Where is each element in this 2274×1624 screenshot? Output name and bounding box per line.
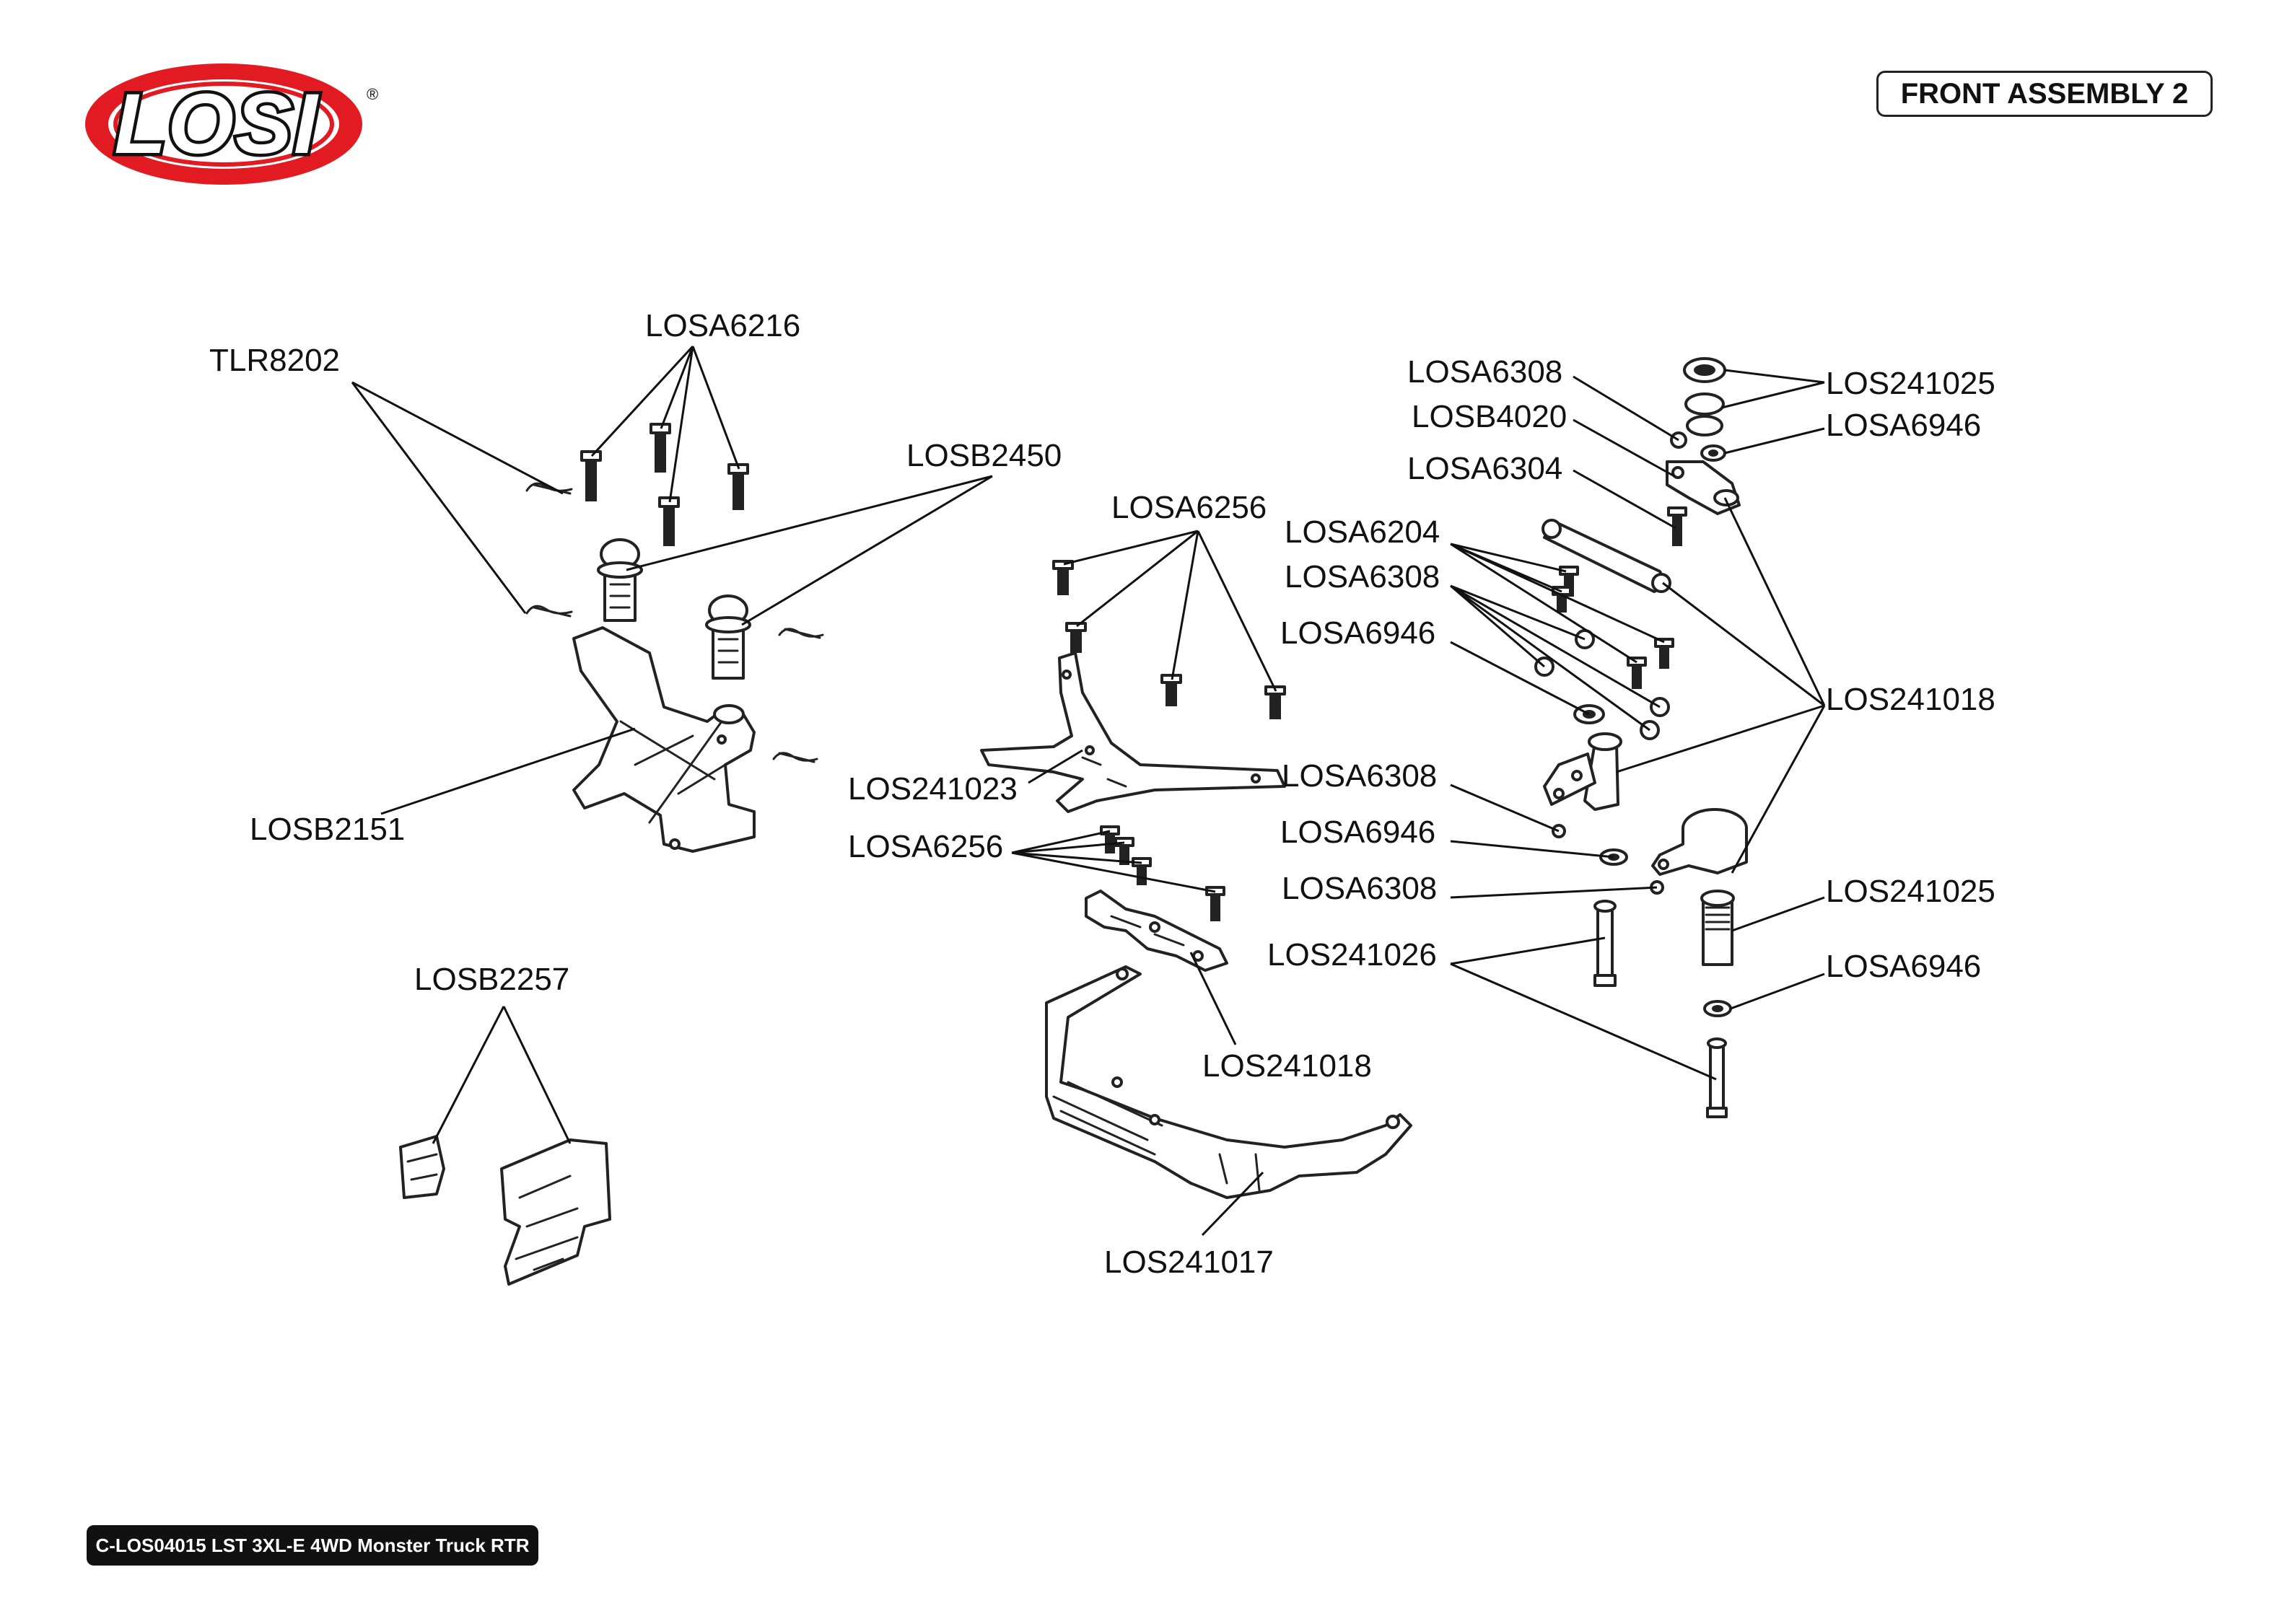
steering-bellcrank-right [1651,808,1748,876]
part-labels: TLR8202 LOSA6216 LOSB2450 LOSB2151 LOSB2… [209,308,1995,1280]
label-losa6308-b: LOSA6308 [1285,559,1440,594]
screw-losa6216-4 [727,463,749,510]
registered-mark: ® [367,85,378,103]
body-clip-lower [525,605,573,618]
screw-losa6216-1 [580,450,602,501]
locknut-losa6946-top [1700,444,1726,462]
label-losa6308-c: LOSA6308 [1282,758,1437,794]
label-losa6946-bottom: LOSA6946 [1826,949,1981,984]
label-losa6308-a: LOSA6308 [1407,354,1562,390]
label-losa6204: LOSA6204 [1285,514,1440,550]
servo-mount-large [500,1138,611,1286]
label-los241018-right: LOS241018 [1826,682,1995,717]
front-bulkhead-chassis [1045,965,1412,1199]
label-los241025-top: LOS241025 [1826,366,1995,401]
bearing-los241025-top [1683,357,1726,436]
body-post-right [705,594,751,680]
label-losa6256-top: LOSA6256 [1111,490,1267,525]
bellcrank-arm-losb4020 [1666,460,1741,515]
product-footer-badge: C-LOS04015 LST 3XL-E 4WD Monster Truck R… [87,1525,538,1566]
page-title: FRONT ASSEMBLY 2 [1876,71,2213,117]
label-losb2151: LOSB2151 [250,812,405,847]
label-tlr8202: TLR8202 [209,343,340,378]
steering-bellcrank-left [1543,732,1622,811]
center-steering-bracket [1085,890,1228,972]
steering-post-1 [1593,900,1617,987]
label-losa6946-b: LOSA6946 [1280,815,1435,850]
losi-logo: LOSI ® [85,63,378,185]
drag-link-rod [1541,519,1671,593]
label-losa6256-mid: LOSA6256 [848,829,1003,864]
label-los241026: LOS241026 [1267,937,1437,973]
screw-losa6256-top-3 [1160,674,1182,706]
body-mount-bracket [572,626,756,853]
body-clip-right-1 [778,628,824,639]
label-losa6216: LOSA6216 [645,308,800,343]
body-post-left [597,538,643,622]
label-losb2450: LOSB2450 [906,438,1062,473]
servo-mount-small [399,1135,445,1199]
label-los241017: LOS241017 [1104,1245,1274,1280]
screw-losa6204-2 [1654,638,1674,669]
screw-losa6216-3 [658,496,680,546]
losi-logo-text: LOSI [114,76,319,172]
body-clip-right-2 [772,752,818,763]
screw-losa6304 [1667,506,1687,546]
label-los241018-center: LOS241018 [1202,1048,1372,1084]
body-clip-upper [525,482,573,495]
label-losb2257: LOSB2257 [414,962,569,997]
screw-losa6256-top-2 [1065,622,1087,653]
label-losa6308-d: LOSA6308 [1282,871,1437,906]
screw-losa6256-mid-2 [1114,837,1134,865]
leader-lines [351,345,1826,1237]
screw-losa6216-2 [650,423,671,473]
steering-post-2 [1706,1037,1728,1118]
screw-losa6256-mid-4 [1205,886,1225,921]
label-losa6946-top: LOSA6946 [1826,408,1981,443]
bearing-los241025-bottom [1700,890,1735,966]
label-los241023: LOS241023 [848,771,1018,807]
screw-losa6256-top-4 [1264,685,1286,719]
label-los241025-bottom: LOS241025 [1826,874,1995,909]
screw-losa6256-top-1 [1052,560,1074,595]
label-losa6304: LOSA6304 [1407,451,1562,486]
screw-losa6204-4 [1627,657,1647,689]
label-losb4020: LOSB4020 [1412,399,1567,434]
label-losa6946-a: LOSA6946 [1280,615,1435,651]
chassis-brace-plate [980,651,1286,813]
locknut-losa6946-bottom [1703,1000,1732,1017]
